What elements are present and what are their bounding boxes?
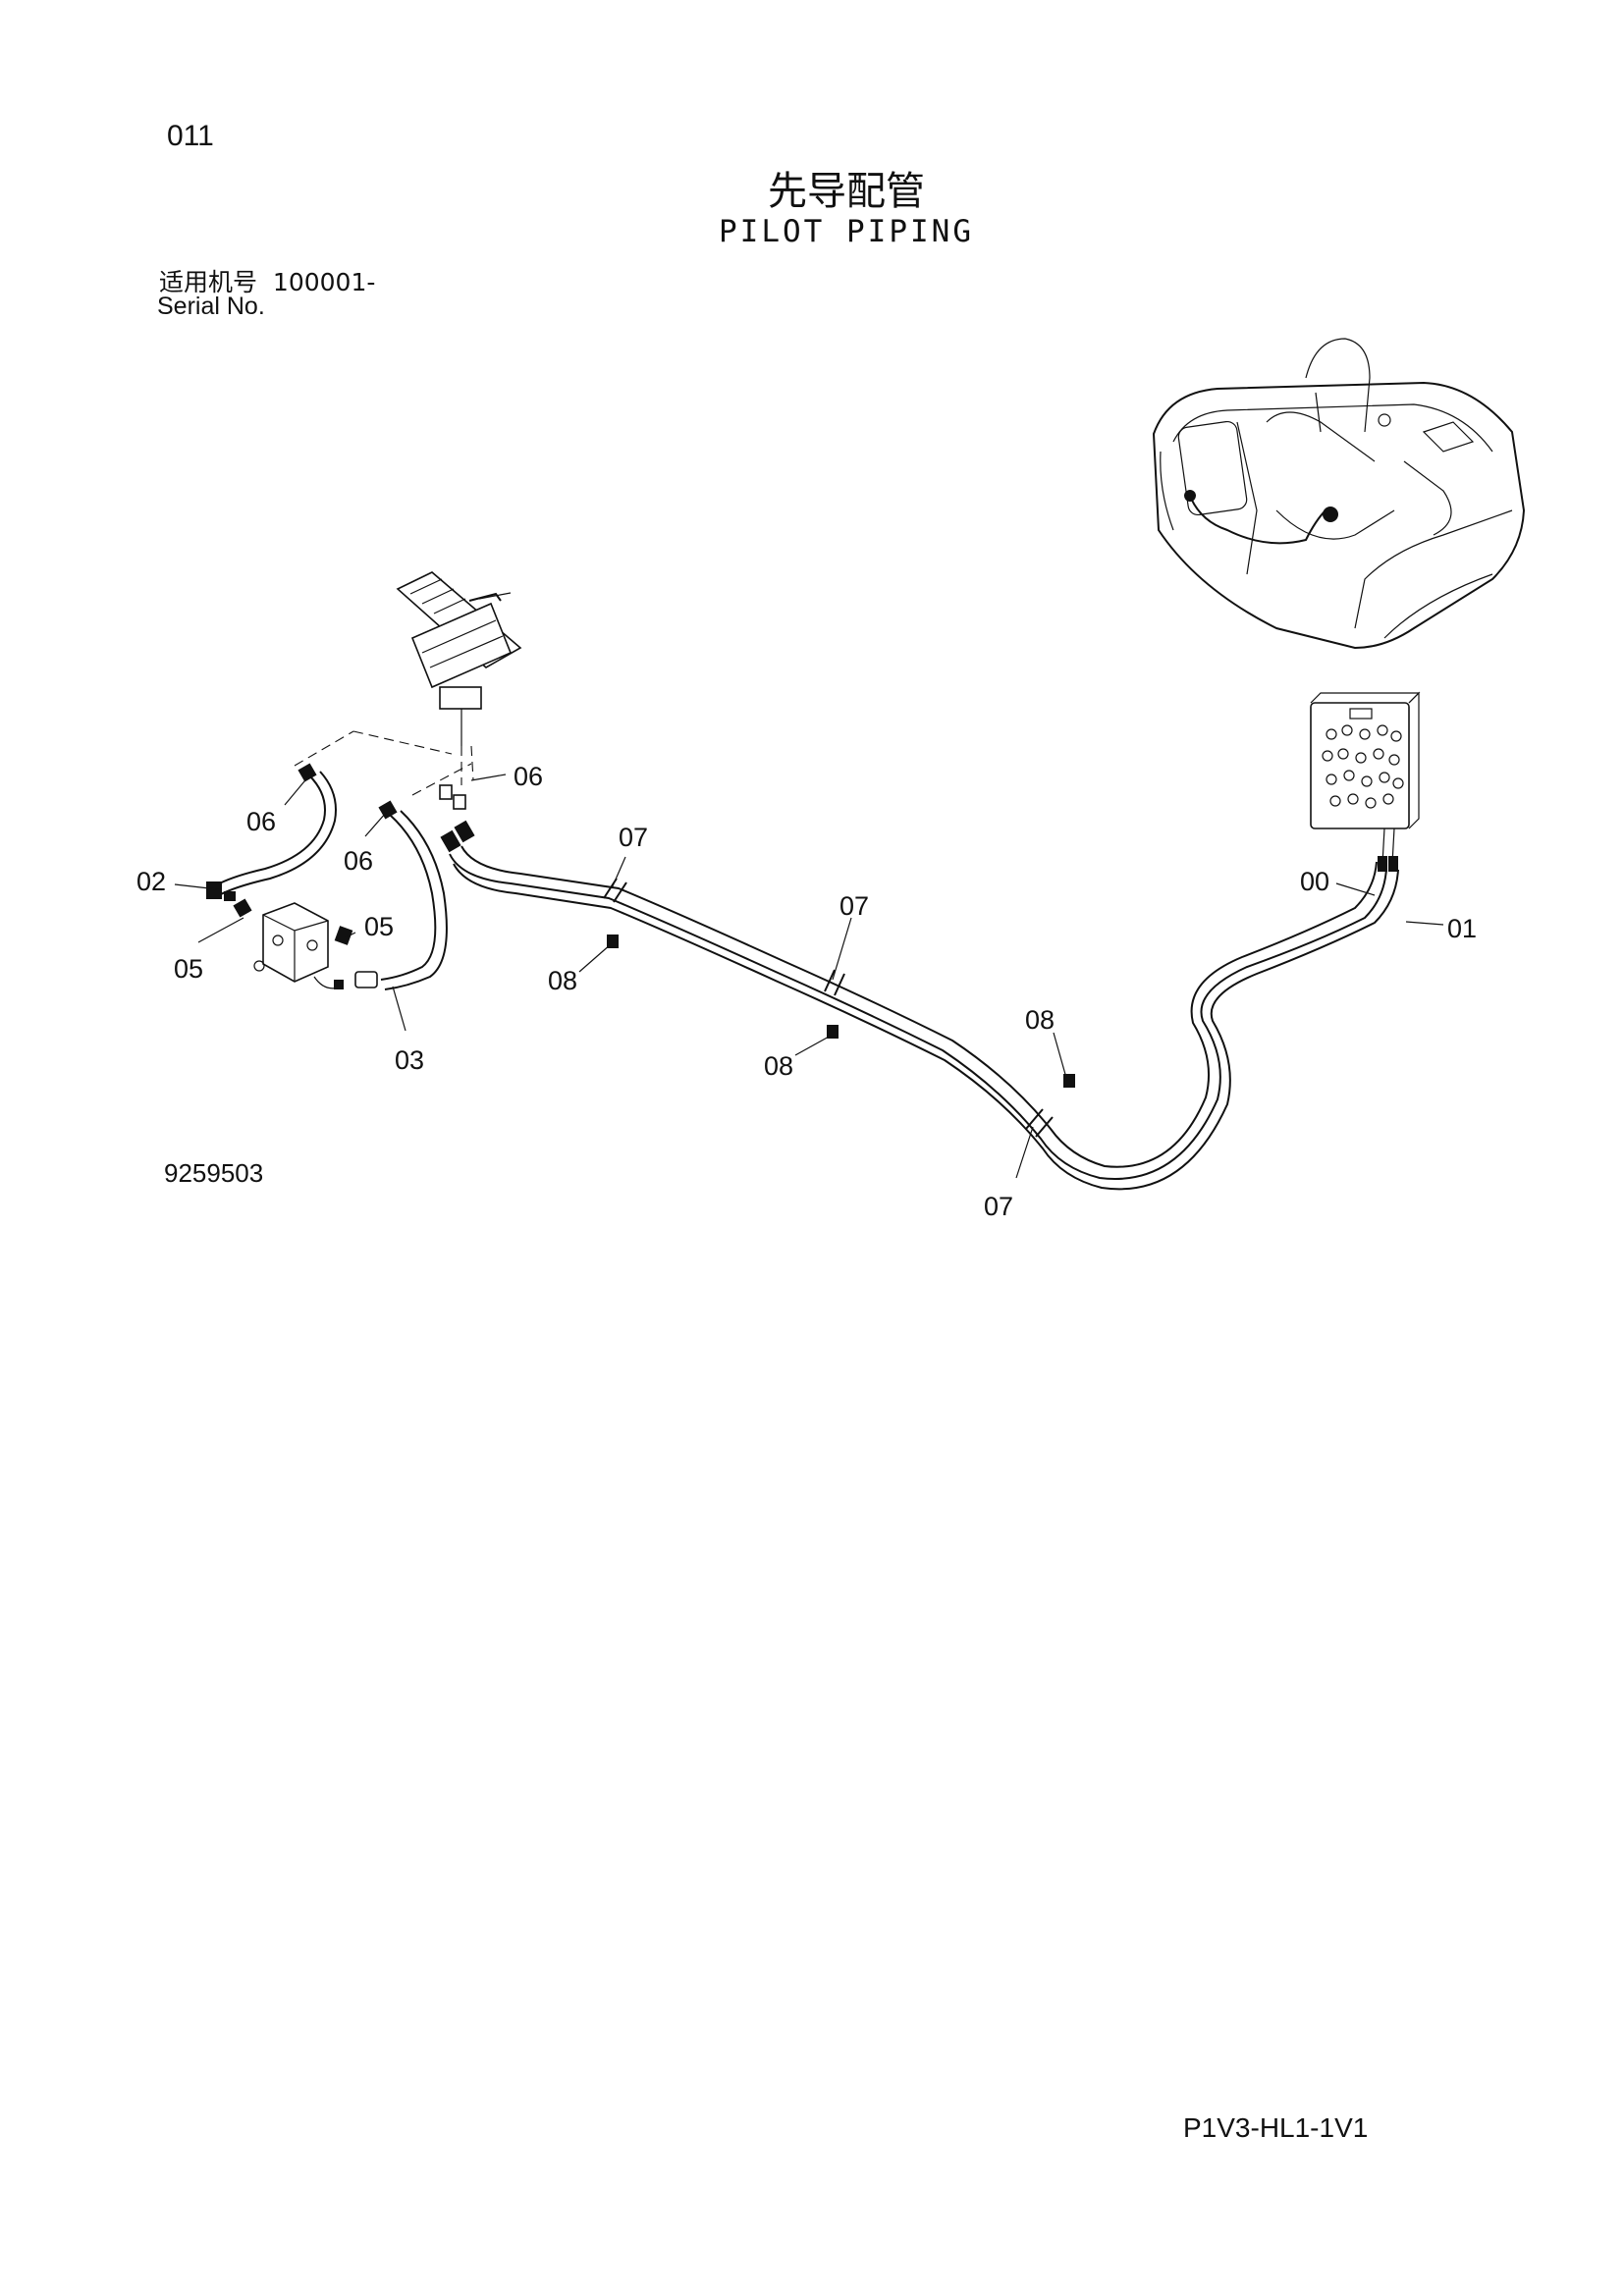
page-code: P1V3-HL1-1V1 — [1183, 2112, 1369, 2143]
hose-clamps — [603, 878, 1054, 1138]
machine-overview-illustration — [1152, 338, 1526, 650]
assembly-guide-lines — [294, 730, 474, 796]
callout-01: 01 — [1447, 914, 1477, 943]
callout-02: 02 — [136, 867, 166, 896]
callout-08: 08 — [1025, 1005, 1055, 1035]
serial-label-english: Serial No. — [157, 293, 265, 320]
callout-05: 05 — [364, 912, 394, 941]
callout-07: 07 — [619, 823, 648, 852]
hose-fittings-left — [439, 784, 475, 853]
serial-label-cn: 适用机号 — [159, 268, 258, 296]
leader-lines — [174, 774, 1444, 1179]
title-chinese: 先导配管 — [768, 169, 925, 214]
drawing-number: 9259503 — [164, 1158, 264, 1188]
serial-label-chinese: 适用机号 100001- — [159, 263, 375, 298]
pilot-valve-block — [1310, 691, 1421, 872]
callout-00: 00 — [1300, 867, 1329, 896]
callout-06: 06 — [246, 807, 276, 836]
shuttle-valve-block — [224, 891, 353, 989]
page-number: 011 — [167, 120, 214, 152]
callout-08: 08 — [548, 966, 577, 995]
callout-07: 07 — [984, 1192, 1013, 1221]
callout-labels: 00 01 02 03 05 05 06 06 06 07 07 07 08 0… — [136, 762, 1477, 1221]
callout-08: 08 — [764, 1051, 793, 1081]
long-pilot-hose — [449, 845, 1399, 1191]
callout-06: 06 — [514, 762, 543, 791]
callout-03: 03 — [395, 1045, 424, 1075]
left-pilot-hoses — [206, 763, 448, 990]
title-english: PILOT PIPING — [719, 214, 974, 249]
callout-07: 07 — [839, 891, 869, 921]
serial-range: 100001- — [272, 268, 376, 296]
pedal-valve — [396, 571, 522, 746]
callout-06: 06 — [344, 846, 373, 876]
callout-05: 05 — [174, 954, 203, 984]
